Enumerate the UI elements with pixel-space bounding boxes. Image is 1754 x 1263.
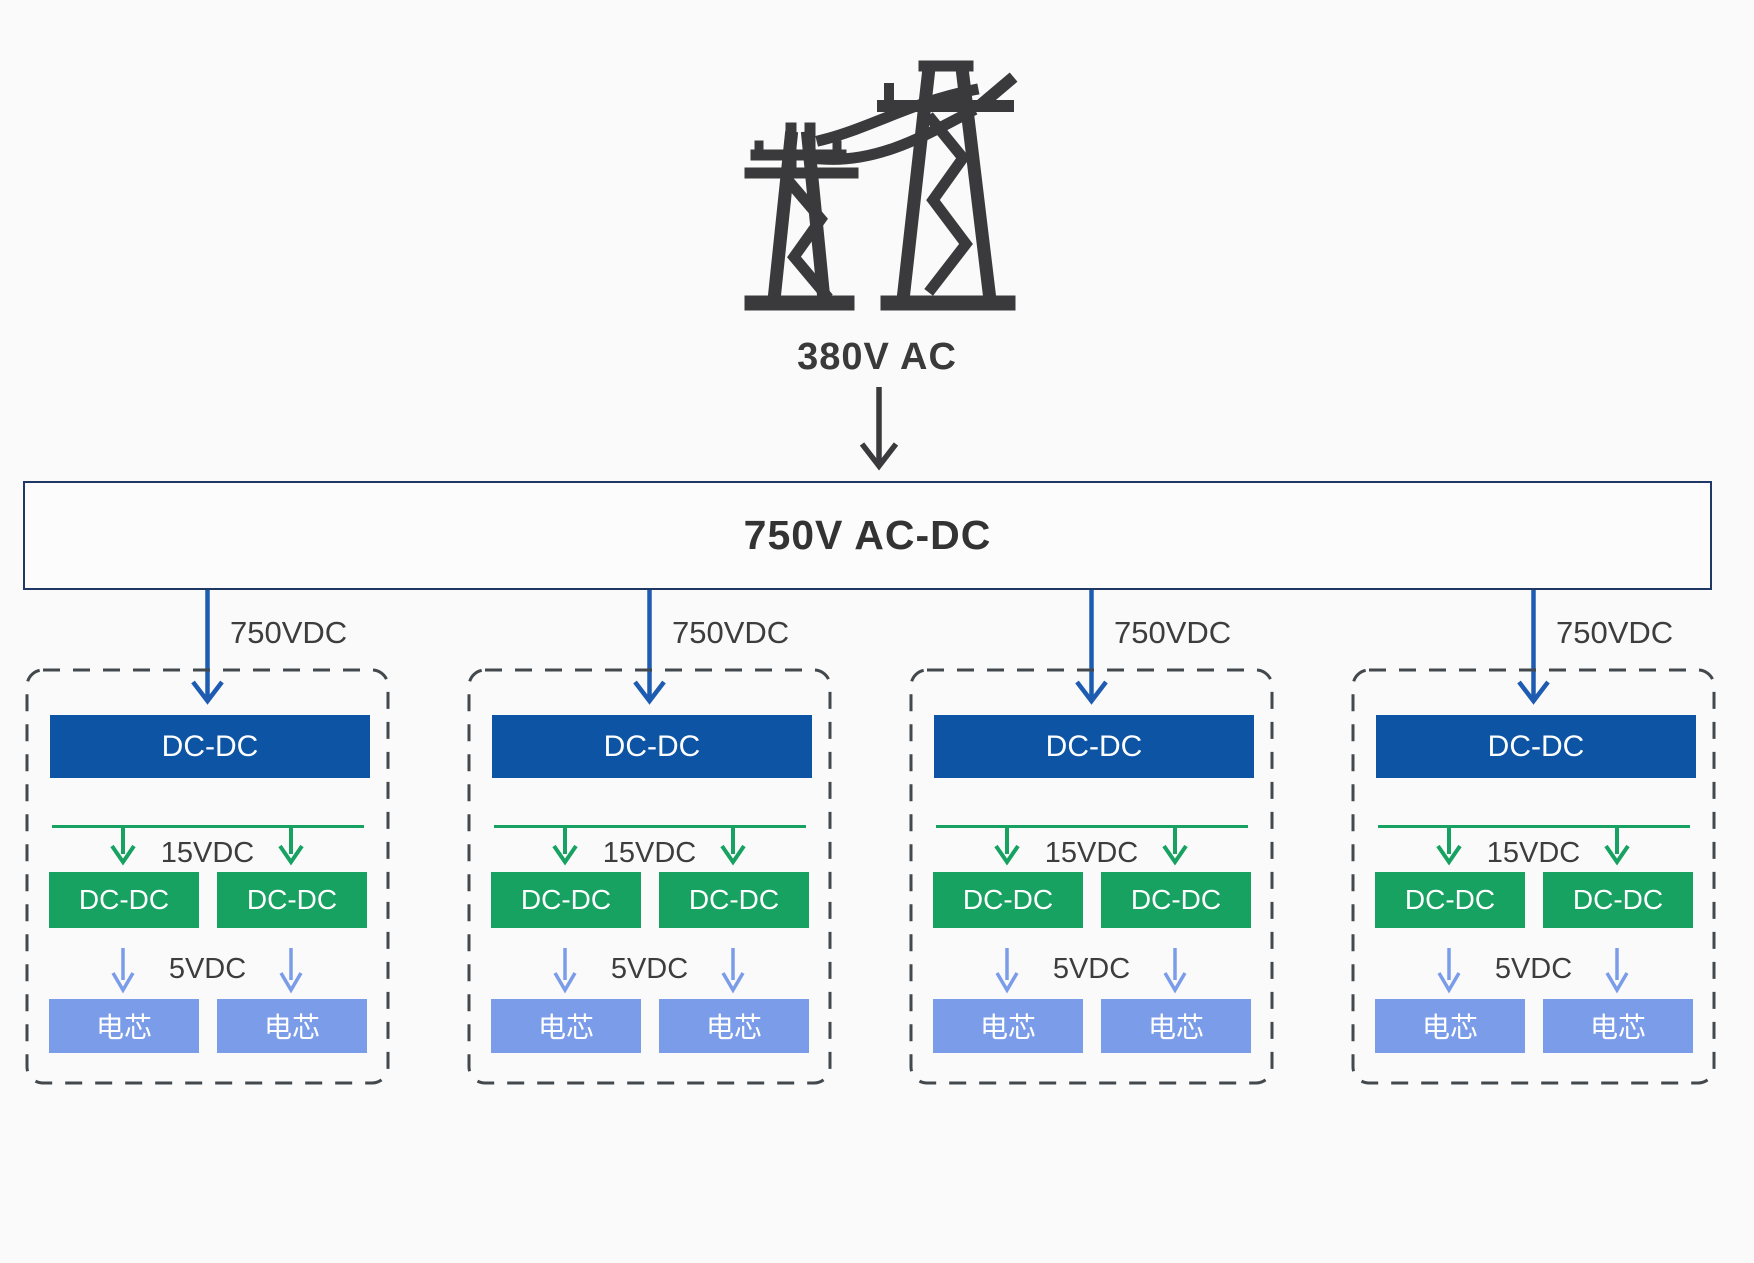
battery-cell-box: 电芯 [659,999,809,1053]
dashed-border [1351,668,1716,1085]
mid-voltage-label: 15VDC [1044,837,1139,869]
secondary-dcdc-label: DC-DC [688,884,780,915]
battery-cell-label: 电芯 [1421,1012,1478,1043]
ac-dc-converter-label: 750V AC-DC [743,512,992,558]
low-voltage-label: 5VDC [610,953,689,985]
down-arrow-icon [111,948,135,994]
secondary-dcdc-label: DC-DC [78,884,170,915]
secondary-dcdc-box: DC-DC [1543,872,1693,928]
low-voltage-label: 5VDC [168,953,247,985]
secondary-dcdc-box: DC-DC [1375,872,1525,928]
transmission-towers-icon [744,60,1018,311]
down-arrow-icon [1436,826,1462,866]
secondary-dcdc-label: DC-DC [1130,884,1222,915]
secondary-dcdc-box: DC-DC [49,872,199,928]
secondary-dcdc-box: DC-DC [491,872,641,928]
branch-input-voltage-label: 750VDC [1114,615,1232,650]
down-arrow-icon [1517,590,1550,705]
down-arrow-icon [553,948,577,994]
down-arrow-icon [1162,826,1188,866]
down-arrow-icon [1163,948,1187,994]
down-arrow-icon [859,387,899,471]
down-arrow-icon [995,948,1019,994]
down-arrow-icon [278,826,304,866]
mid-bus-line [936,825,1248,828]
battery-cell-label: 电芯 [263,1012,320,1043]
secondary-dcdc-label: DC-DC [520,884,612,915]
down-arrow-icon [720,826,746,866]
secondary-dcdc-label: DC-DC [962,884,1054,915]
down-arrow-icon [994,826,1020,866]
branch-input-voltage-label: 750VDC [230,615,348,650]
secondary-dcdc-label: DC-DC [246,884,338,915]
secondary-dcdc-box: DC-DC [933,872,1083,928]
battery-cell-label: 电芯 [1589,1012,1646,1043]
battery-cell-label: 电芯 [1147,1012,1204,1043]
branch-container: DC-DC 15VDC DC-DC DC-DC 5VDC [909,668,1274,1085]
down-arrow-icon [1075,590,1108,705]
battery-cell-box: 电芯 [1543,999,1693,1053]
grid-voltage-label: 380V AC [797,336,957,378]
down-arrow-icon [279,948,303,994]
battery-cell-label: 电芯 [705,1012,762,1043]
secondary-dcdc-box: DC-DC [217,872,367,928]
primary-dcdc-label: DC-DC [1487,729,1585,763]
battery-cell-label: 电芯 [979,1012,1036,1043]
primary-dcdc-box: DC-DC [50,715,370,778]
battery-cell-box: 电芯 [217,999,367,1053]
down-arrow-icon [552,826,578,866]
down-arrow-icon [721,948,745,994]
mid-voltage-label: 15VDC [160,837,255,869]
primary-dcdc-box: DC-DC [492,715,812,778]
battery-cell-box: 电芯 [1101,999,1251,1053]
down-arrow-icon [110,826,136,866]
dcdc-branch: 750VDC DC-DC 15VDC DC-DC DC-DC [1351,590,1716,1090]
secondary-dcdc-label: DC-DC [1572,884,1664,915]
down-arrow-icon [1437,948,1461,994]
down-arrow-icon [191,590,224,705]
low-voltage-label: 5VDC [1052,953,1131,985]
branch-input-voltage-label: 750VDC [1556,615,1674,650]
battery-cell-label: 电芯 [95,1012,152,1043]
primary-dcdc-label: DC-DC [1045,729,1143,763]
dashed-border [909,668,1274,1085]
down-arrow-icon [1604,826,1630,866]
secondary-dcdc-box: DC-DC [659,872,809,928]
branch-container: DC-DC 15VDC DC-DC DC-DC 5VDC [467,668,832,1085]
dashed-border [467,668,832,1085]
battery-cell-box: 电芯 [491,999,641,1053]
down-arrow-icon [633,590,666,705]
primary-dcdc-box: DC-DC [934,715,1254,778]
low-voltage-label: 5VDC [1494,953,1573,985]
mid-voltage-label: 15VDC [1486,837,1581,869]
primary-dcdc-label: DC-DC [161,729,259,763]
branch-input-voltage-label: 750VDC [672,615,790,650]
battery-cell-label: 电芯 [537,1012,594,1043]
dcdc-branch: 750VDC DC-DC 15VDC DC-DC DC-DC [25,590,390,1090]
mid-bus-line [52,825,364,828]
dashed-border [25,668,390,1085]
mid-voltage-label: 15VDC [602,837,697,869]
battery-cell-box: 电芯 [1375,999,1525,1053]
mid-bus-line [1378,825,1690,828]
primary-dcdc-label: DC-DC [603,729,701,763]
down-arrow-icon [1605,948,1629,994]
battery-cell-box: 电芯 [49,999,199,1053]
ac-dc-converter-box: 750V AC-DC [23,481,1712,590]
primary-dcdc-box: DC-DC [1376,715,1696,778]
secondary-dcdc-box: DC-DC [1101,872,1251,928]
dcdc-branch: 750VDC DC-DC 15VDC DC-DC DC-DC [909,590,1274,1090]
secondary-dcdc-label: DC-DC [1404,884,1496,915]
branch-container: DC-DC 15VDC DC-DC DC-DC 5VDC [25,668,390,1085]
mid-bus-line [494,825,806,828]
battery-cell-box: 电芯 [933,999,1083,1053]
branch-container: DC-DC 15VDC DC-DC DC-DC 5VDC [1351,668,1716,1085]
dcdc-branch: 750VDC DC-DC 15VDC DC-DC DC-DC [467,590,832,1090]
